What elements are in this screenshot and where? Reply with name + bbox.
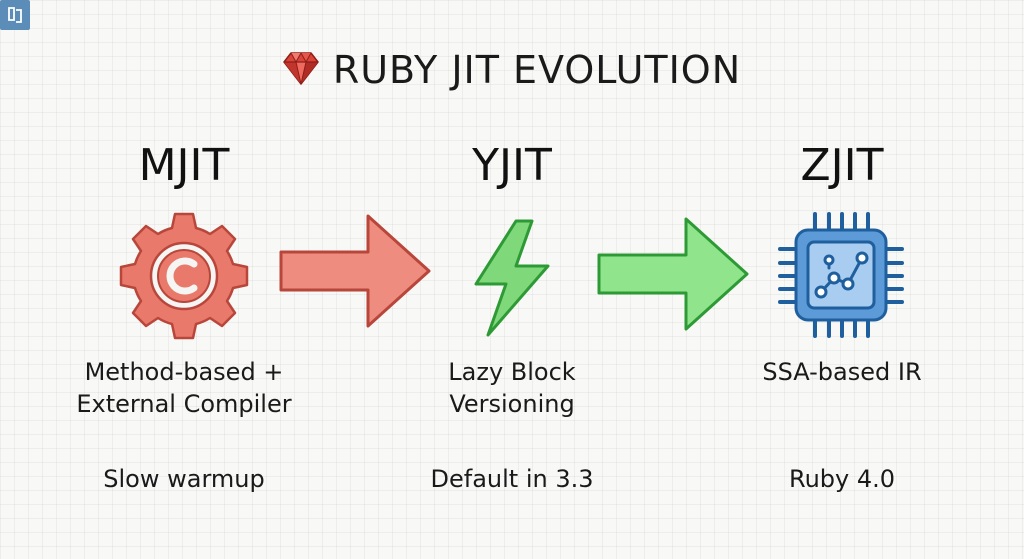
green-right-arrow-icon <box>594 213 754 339</box>
description-line: Lazy Block <box>448 358 576 386</box>
stage-note-yjit: Default in 3.3 <box>430 465 594 493</box>
gear-c-icon <box>116 208 252 348</box>
description-line: Versioning <box>449 390 575 418</box>
stage-title-zjit: ZJIT <box>800 140 884 191</box>
ruby-gem-icon <box>283 51 319 89</box>
stage-description-zjit: SSA-based IR <box>692 356 992 388</box>
stage-note-mjit: Slow warmup <box>103 465 265 493</box>
page-title: RUBY JIT EVOLUTION <box>332 48 742 92</box>
lightning-bolt-icon <box>470 218 554 342</box>
stage-title-yjit: YJIT <box>472 140 552 191</box>
description-line: SSA-based IR <box>762 358 922 386</box>
title-row: RUBY JIT EVOLUTION <box>0 44 1024 96</box>
stage-description-yjit: Lazy Block Versioning <box>362 356 662 420</box>
stage-title-mjit: MJIT <box>138 140 230 191</box>
cpu-chip-icon <box>776 210 906 344</box>
stage-note-zjit: Ruby 4.0 <box>788 465 896 493</box>
corner-badge-icon[interactable] <box>0 0 30 30</box>
description-line: Method-based + <box>84 358 284 386</box>
stage-description-mjit: Method-based + External Compiler <box>34 356 334 420</box>
description-line: External Compiler <box>76 390 292 418</box>
red-right-arrow-icon <box>276 210 436 336</box>
